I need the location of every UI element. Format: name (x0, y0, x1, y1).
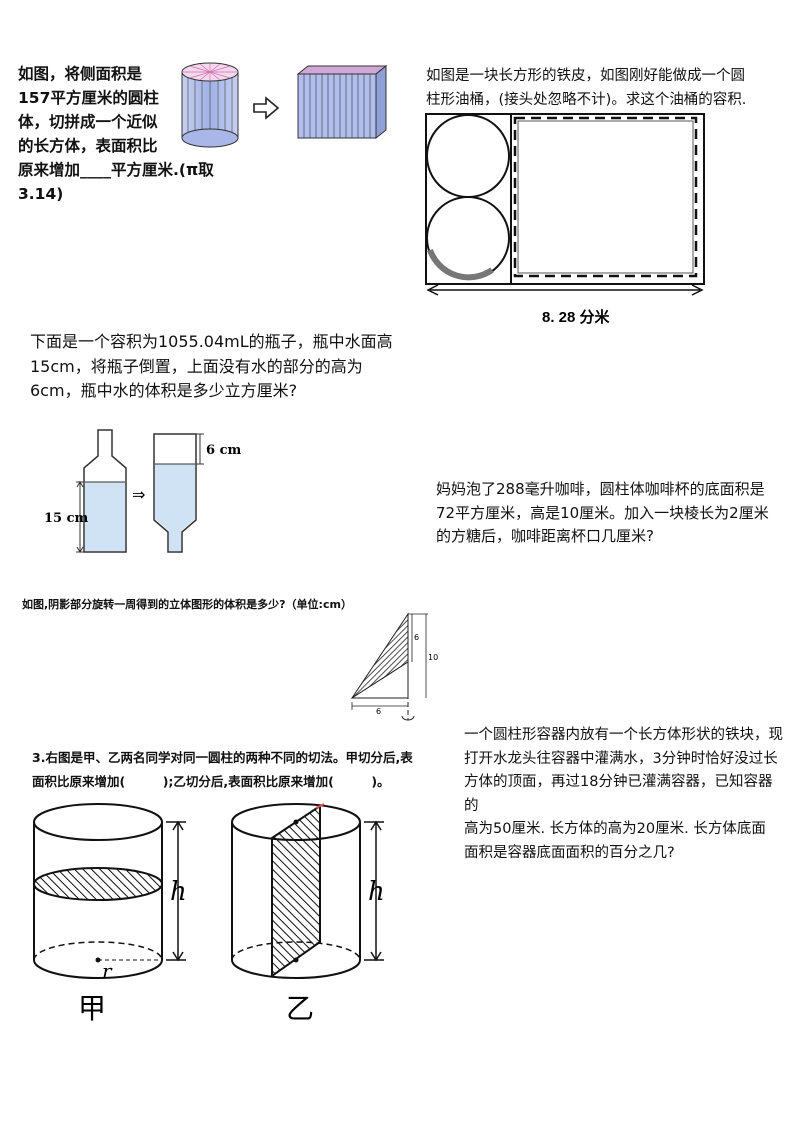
question-7-text: 3.右图是甲、乙两名同学对同一圆柱的两种不同的切法。甲切分后,表 面积比原来增加… (32, 750, 413, 789)
label-15cm: 15 cm (44, 511, 89, 526)
label-h-b: h (368, 877, 385, 907)
label-6-inner: 6 (414, 633, 419, 642)
label-6cm: 6 cm (206, 443, 241, 458)
width-label: 8. 28 分米 (542, 308, 611, 326)
caption-yi: 乙 (286, 992, 314, 1025)
question-5-text: 如图,阴影部分旋转一周得到的立体图形的体积是多少?（单位:cm） (22, 598, 352, 611)
turn-arrow: ⇒ (132, 485, 145, 504)
cuboid-icon (296, 64, 388, 140)
rotation-arrow-icon (401, 715, 415, 721)
question-3-text: 下面是一个容积为1055.04mL的瓶子，瓶中水面高 15cm，将瓶子倒置，上面… (30, 332, 393, 400)
question-2-text: 如图是一块长方形的铁皮，如图刚好能做成一个圆 柱形油桶，(接头处忽略不计)。求这… (426, 68, 747, 108)
q1-cylinder-figure (181, 62, 388, 148)
q7-cylinder-b-figure: h 乙 (231, 803, 385, 1025)
width-dimension-arrow (426, 284, 704, 296)
q7-cylinder-a-figure: r h 甲 (33, 803, 187, 1025)
question-6-text: 一个圆柱形容器内放有一个长方体形状的铁块，现 打开水龙头往容器中灌满水，3分钟时… (464, 727, 783, 861)
right-arrow-icon (253, 96, 280, 120)
q3-bottle-figure: 15 cm ⇒ 6 cm (44, 429, 241, 553)
label-r: r (102, 959, 113, 983)
question-1-text: 如图，将侧面积是 157平方厘米的圆柱 体，切拼成一个近似 的长方体，表面积比 … (18, 65, 214, 203)
q5-rotation-figure: 6 10 6 (350, 612, 438, 721)
q2-sheet-figure: 8. 28 分米 (425, 113, 705, 326)
question-4-text: 妈妈泡了288毫升咖啡，圆柱体咖啡杯的底面积是 72平方厘米，高是10厘米。加入… (436, 480, 769, 545)
cylinder-icon (181, 62, 239, 148)
caption-jia: 甲 (78, 992, 106, 1025)
label-6-bottom: 6 (376, 707, 381, 716)
label-10: 10 (428, 653, 438, 662)
label-h-a: h (170, 877, 187, 907)
